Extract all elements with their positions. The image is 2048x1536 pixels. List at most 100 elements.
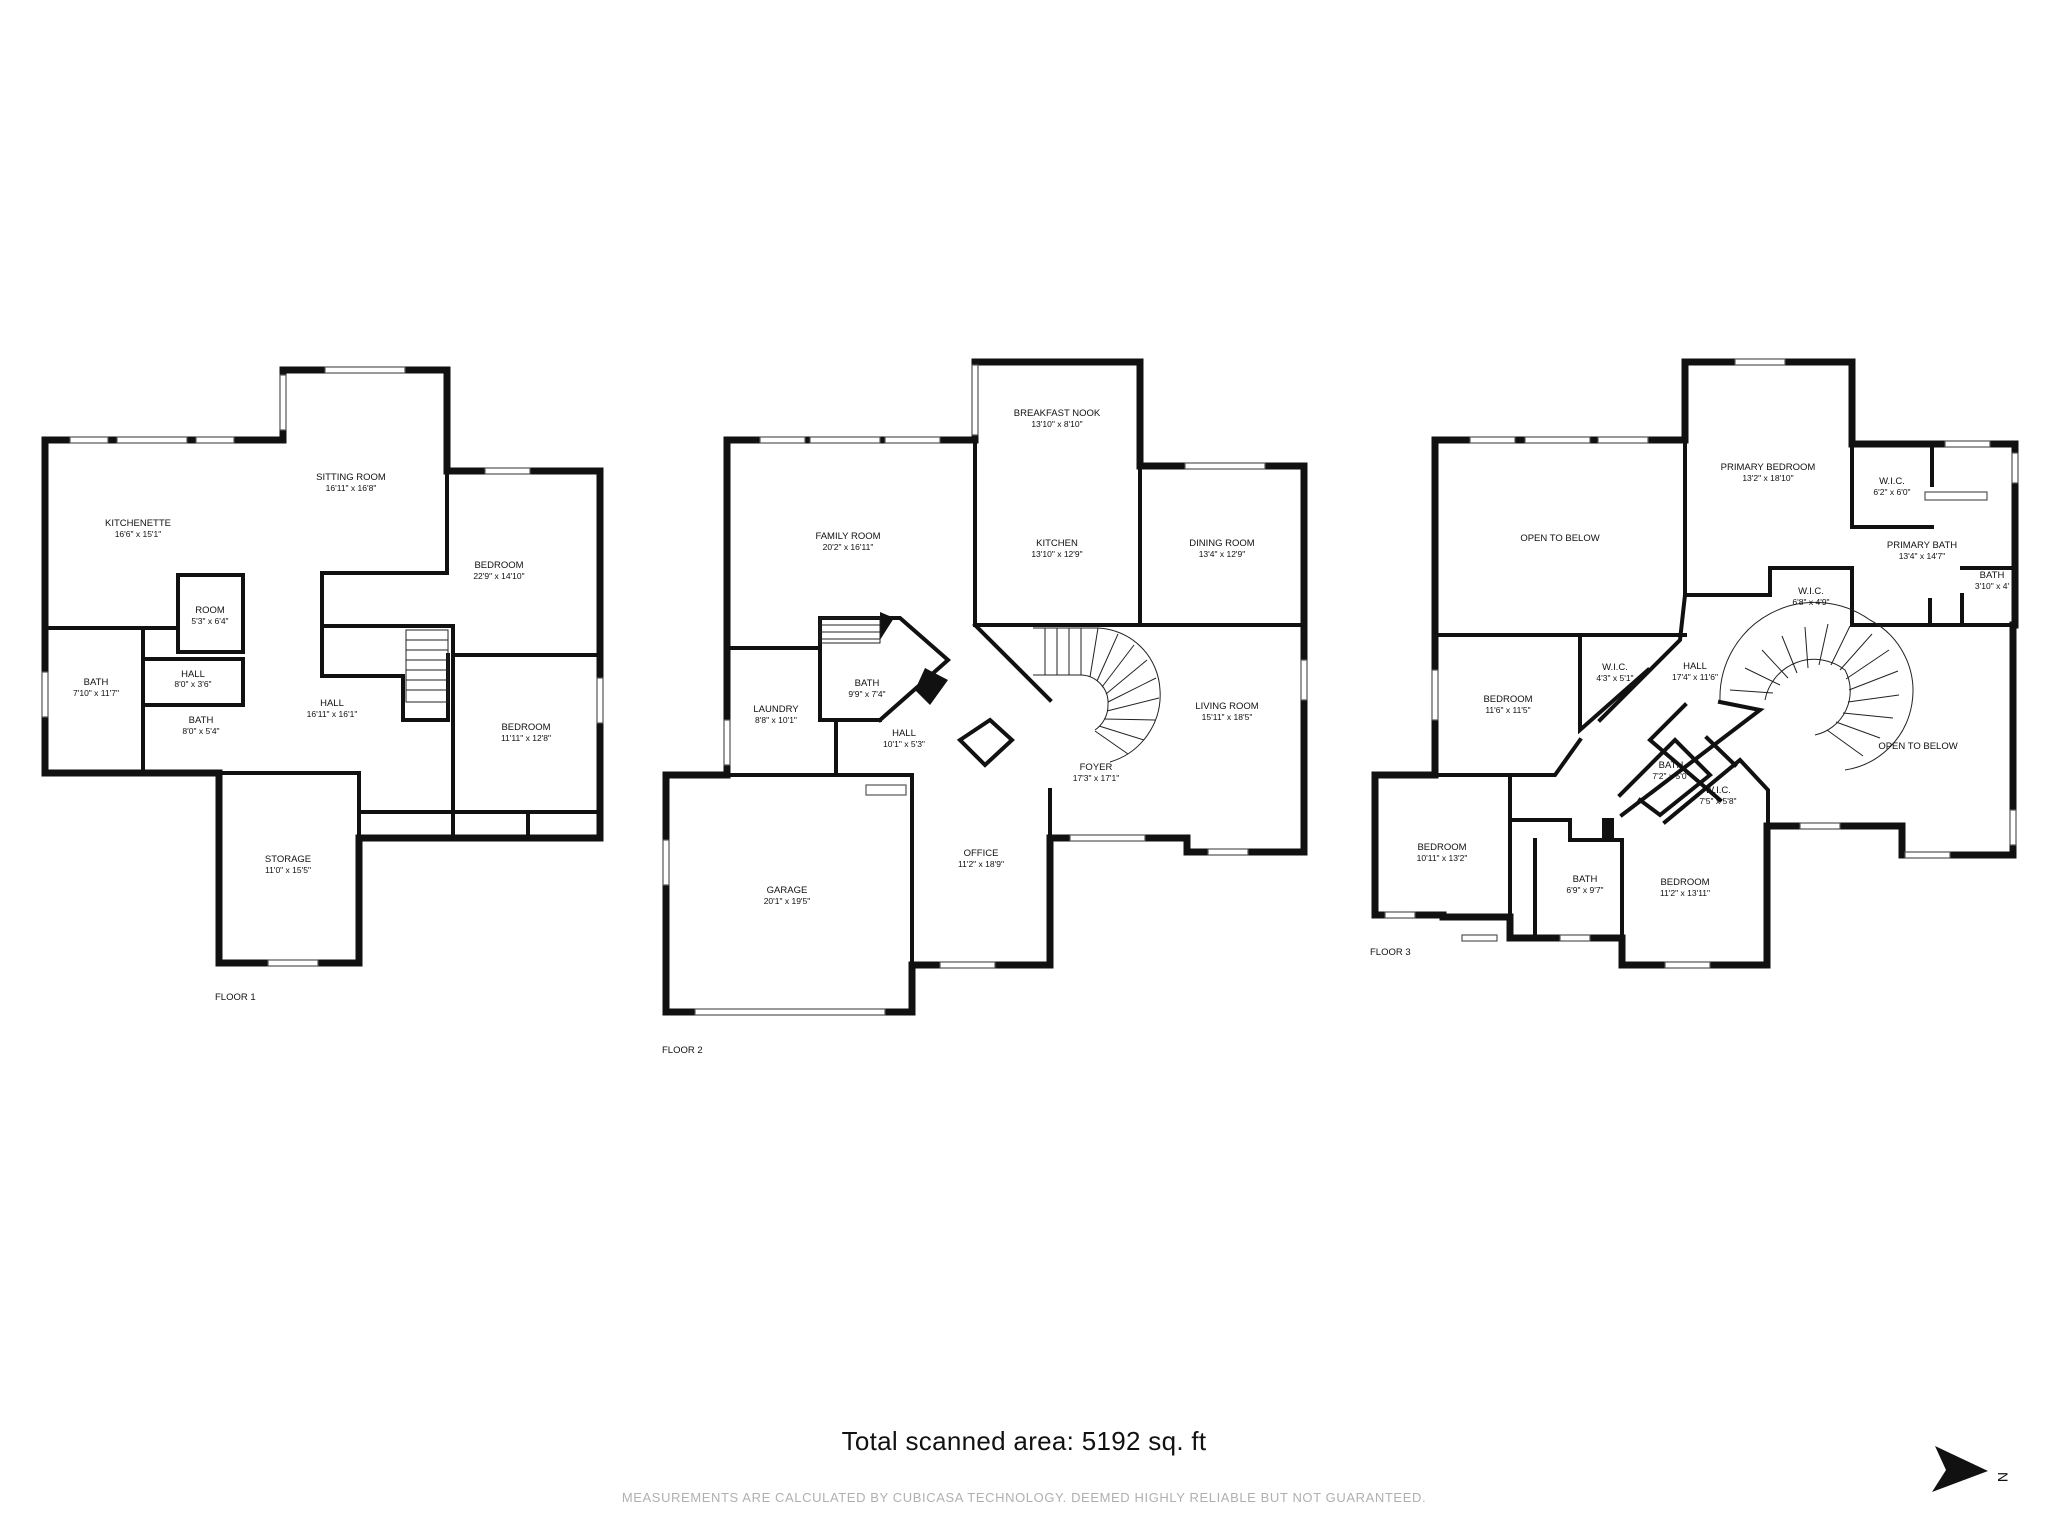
window bbox=[1924, 491, 1988, 501]
window bbox=[971, 364, 979, 436]
window bbox=[2009, 809, 2017, 846]
room-label: W.I.C. bbox=[1602, 662, 1628, 673]
window bbox=[1207, 848, 1249, 856]
window bbox=[1069, 834, 1146, 842]
window bbox=[884, 436, 941, 444]
room-dims: 16'6" x 15'1" bbox=[115, 529, 162, 539]
room-label: OPEN TO BELOW bbox=[1878, 741, 1957, 752]
window bbox=[1300, 659, 1308, 701]
room-label: BEDROOM bbox=[474, 560, 523, 571]
room-dims: 13'2" x 18'10" bbox=[1742, 473, 1793, 483]
room-label: HALL bbox=[1683, 661, 1707, 672]
floor-3: PRIMARY BEDROOM 13'2" x 18'10" W.I.C. 6'… bbox=[1370, 358, 2019, 969]
room-dims: 11'11" x 12'8" bbox=[501, 733, 551, 743]
room-dims: 7'5" x 5'8" bbox=[1699, 796, 1736, 806]
north-arrow-icon: N bbox=[1932, 1446, 2011, 1492]
window bbox=[596, 677, 604, 724]
room-dims: 6'9" x 9'7" bbox=[1566, 885, 1603, 895]
room-dims: 9'9" x 7'4" bbox=[848, 689, 885, 699]
window bbox=[865, 784, 907, 796]
spiral-stairs-floor3 bbox=[1719, 601, 1914, 771]
disclaimer: MEASUREMENTS ARE CALCULATED BY CUBICASA … bbox=[621, 1490, 1427, 1505]
room-label: STORAGE bbox=[265, 854, 311, 865]
window bbox=[1597, 436, 1649, 444]
room-dims: 3'10" x 4' bbox=[1975, 581, 2010, 591]
window bbox=[279, 374, 287, 431]
room-dims: 10'1" x 5'3" bbox=[883, 739, 925, 749]
room-dims: 15'11" x 18'5" bbox=[1202, 712, 1253, 722]
room-label: W.I.C. bbox=[1798, 586, 1824, 597]
room-dims: 17'4" x 11'6" bbox=[1672, 672, 1718, 682]
room-dims: 11'6" x 11'5" bbox=[1485, 705, 1530, 715]
window bbox=[1461, 934, 1498, 942]
room-dims: 11'2" x 13'11" bbox=[1660, 888, 1710, 898]
window bbox=[1384, 911, 1416, 919]
room-dims: 16'11" x 16'8" bbox=[326, 483, 377, 493]
room-label: ROOM bbox=[195, 605, 225, 616]
room-label: BATH bbox=[189, 715, 214, 726]
room-dims: 16'11" x 16'1" bbox=[307, 709, 358, 719]
room-label: BEDROOM bbox=[1483, 694, 1532, 705]
room-label: W.I.C. bbox=[1705, 785, 1731, 796]
room-label: BREAKFAST NOOK bbox=[1014, 408, 1101, 419]
window bbox=[1944, 440, 1991, 448]
floor-label: FLOOR 3 bbox=[1370, 947, 1411, 958]
room-dims: 7'2" x 5'0" bbox=[1652, 771, 1689, 781]
total-area: Total scanned area: 5192 sq. ft bbox=[841, 1426, 1207, 1456]
window bbox=[1469, 436, 1516, 444]
window bbox=[1524, 436, 1591, 444]
window bbox=[324, 366, 406, 374]
room-label: BATH bbox=[1659, 760, 1684, 771]
room-dims: 6'8" x 4'9" bbox=[1792, 597, 1829, 607]
room-dims: 20'1" x 19'5" bbox=[764, 896, 811, 906]
room-label: HALL bbox=[181, 669, 205, 680]
room-label: LAUNDRY bbox=[753, 704, 799, 715]
stairs-floor1 bbox=[405, 629, 449, 703]
room-label: BATH bbox=[855, 678, 880, 689]
room-dims: 13'4" x 14'7" bbox=[1899, 551, 1946, 561]
room-label: FOYER bbox=[1080, 762, 1113, 773]
window bbox=[1799, 822, 1841, 830]
window bbox=[195, 436, 235, 444]
floor-1: SITTING ROOM 16'11" x 16'8" KITCHENETTE … bbox=[41, 366, 604, 1003]
room-label: BATH bbox=[1980, 570, 2005, 581]
room-label: BEDROOM bbox=[1417, 842, 1466, 853]
window bbox=[759, 436, 806, 444]
room-dims: 11'0" x 15'5" bbox=[265, 865, 311, 875]
floor-2: BREAKFAST NOOK 13'10" x 8'10" FAMILY ROO… bbox=[662, 358, 1308, 1056]
room-label: GARAGE bbox=[767, 885, 808, 896]
room-label: PRIMARY BEDROOM bbox=[1721, 462, 1816, 473]
room-dims: 8'0" x 5'4" bbox=[182, 726, 219, 736]
window bbox=[1431, 669, 1439, 721]
spiral-stairs-floor2 bbox=[1033, 627, 1161, 763]
window bbox=[1184, 462, 1266, 470]
window bbox=[116, 436, 188, 444]
compass-letter: N bbox=[1995, 1472, 2011, 1482]
window bbox=[662, 839, 670, 886]
room-label: BATH bbox=[1573, 874, 1598, 885]
room-dims: 11'2" x 18'9" bbox=[958, 859, 1004, 869]
room-dims: 13'10" x 12'9" bbox=[1031, 549, 1082, 559]
room-dims: 5'3" x 6'4" bbox=[191, 616, 228, 626]
room-label: DINING ROOM bbox=[1189, 538, 1255, 549]
window bbox=[1664, 961, 1711, 969]
room-label: SITTING ROOM bbox=[316, 472, 386, 483]
room-label: KITCHENETTE bbox=[105, 518, 171, 529]
floor-label: FLOOR 1 bbox=[215, 992, 256, 1003]
room-label: BATH bbox=[84, 677, 109, 688]
room-dims: 13'10" x 8'10" bbox=[1031, 419, 1082, 429]
room-label: HALL bbox=[320, 698, 344, 709]
window bbox=[939, 961, 996, 969]
room-label: OFFICE bbox=[964, 848, 999, 859]
room-label: OPEN TO BELOW bbox=[1520, 533, 1599, 544]
window bbox=[1904, 851, 1951, 859]
window bbox=[267, 959, 319, 967]
room-dims: 6'2" x 6'0" bbox=[1873, 487, 1910, 497]
window bbox=[809, 436, 881, 444]
window bbox=[1559, 934, 1591, 942]
room-dims: 8'8" x 10'1" bbox=[755, 715, 797, 725]
room-dims: 13'4" x 12'9" bbox=[1199, 549, 1246, 559]
room-label: HALL bbox=[892, 728, 916, 739]
window bbox=[2011, 452, 2019, 484]
